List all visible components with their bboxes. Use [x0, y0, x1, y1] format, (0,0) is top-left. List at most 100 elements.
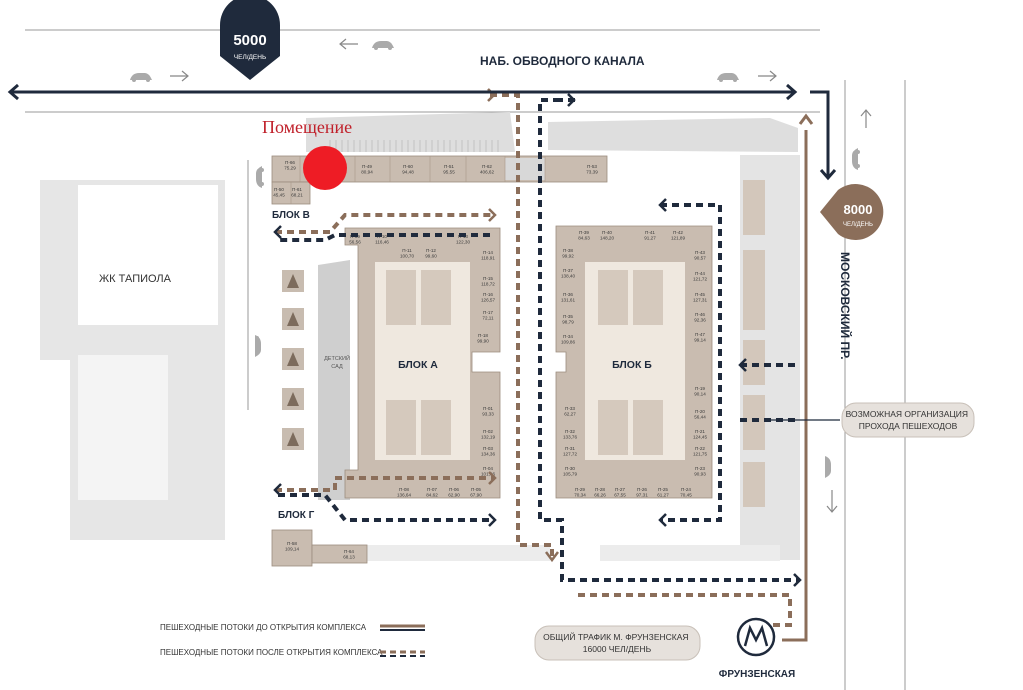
unit-area: 121,72 [693, 277, 707, 282]
unit-id: П-42 [673, 230, 683, 235]
unit-id: П-02 [483, 429, 493, 434]
unit-area: 406,62 [480, 170, 494, 175]
unit-id: П-03 [483, 446, 493, 451]
unit-id: П-37 [563, 268, 573, 273]
unit-id: П-06 [449, 487, 459, 492]
metro-traffic-note: ОБЩИЙ ТРАФИК М. ФРУНЗЕНСКАЯ 16000 ЧЕЛ/ДЕ… [534, 625, 701, 661]
unit-area: 95,55 [443, 170, 455, 175]
unit-area: 73,39 [586, 170, 598, 175]
unit-id: П-24 [681, 487, 691, 492]
street-top-label: НАБ. ОБВОДНОГО КАНАЛА [480, 54, 645, 68]
block-a-label: БЛОК А [398, 359, 438, 371]
pedestrian-note: ВОЗМОЖНАЯ ОРГАНИЗАЦИЯ ПРОХОДА ПЕШЕХОДОВ [841, 402, 975, 438]
unit-id: П-05 [471, 487, 481, 492]
car-icon [717, 73, 739, 82]
unit-area: 90,57 [694, 256, 706, 261]
unit-area: 127,72 [563, 452, 577, 457]
unit-id: П-10 [377, 234, 387, 239]
tree-icons [282, 270, 304, 450]
unit-id: П-28 [595, 487, 605, 492]
unit-id: П-49 [362, 164, 372, 169]
legend-before-label: ПЕШЕХОДНЫЕ ПОТОКИ ДО ОТКРЫТИЯ КОМПЛЕКСА [160, 623, 367, 632]
unit-area: 148,20 [600, 236, 614, 241]
premises-marker[interactable]: Помещение [262, 117, 352, 190]
unit-area: 92,36 [694, 318, 706, 323]
unit-area: 124,45 [693, 435, 707, 440]
unit-id: П-62 [482, 164, 492, 169]
pedestrian-note-line1: ВОЗМОЖНАЯ ОРГАНИЗАЦИЯ [846, 409, 968, 419]
block-g-label: БЛОК Г [278, 510, 315, 521]
unit-area: 109,14 [285, 547, 299, 552]
street-flow-arrows [7, 83, 840, 642]
unit-id: П-32 [565, 429, 575, 434]
unit-id: П-38 [563, 248, 573, 253]
traffic-badge-right: 8000 ЧЕЛ/ДЕНЬ [820, 184, 884, 240]
unit-area: 93,33 [482, 412, 494, 417]
car-icon [130, 73, 152, 82]
unit-id: П-26 [637, 487, 647, 492]
unit-id: П-60 [403, 164, 413, 169]
legend: ПЕШЕХОДНЫЕ ПОТОКИ ДО ОТКРЫТИЯ КОМПЛЕКСА … [160, 623, 425, 657]
unit-area: 84,63 [578, 236, 590, 241]
street-lines [25, 29, 906, 690]
unit-id: П-22 [695, 446, 705, 451]
unit-area: 91,27 [644, 236, 656, 241]
block-b: БЛОК Б [555, 225, 713, 499]
car-icon [256, 166, 264, 188]
unit-id: П-53 [587, 164, 597, 169]
unit-id: П-51 [444, 164, 454, 169]
unit-id: П-21 [695, 429, 705, 434]
unit-id: П-44 [695, 271, 705, 276]
neighbor-label: ЖК ТАПИОЛА [99, 273, 172, 285]
unit-area: 122,30 [456, 240, 470, 245]
unit-area: 118,91 [481, 256, 495, 261]
unit-id: П-30 [565, 466, 575, 471]
unit-area: 94,48 [402, 170, 414, 175]
unit-id: П-19 [695, 386, 705, 391]
unit-area: 99,14 [694, 338, 706, 343]
unit-area: 99,92 [562, 254, 574, 259]
unit-area: 90,93 [694, 472, 706, 477]
unit-area: 75,29 [284, 166, 296, 171]
unit-area: 62,27 [564, 412, 576, 417]
unit-area: 56,56 [349, 240, 361, 245]
unit-area: 127,31 [693, 298, 707, 303]
unit-area: 97,31 [636, 493, 648, 498]
car-icon [372, 41, 394, 50]
unit-area: 99,90 [477, 339, 489, 344]
unit-id: П-29 [575, 487, 585, 492]
unit-area: 138,40 [561, 274, 575, 279]
